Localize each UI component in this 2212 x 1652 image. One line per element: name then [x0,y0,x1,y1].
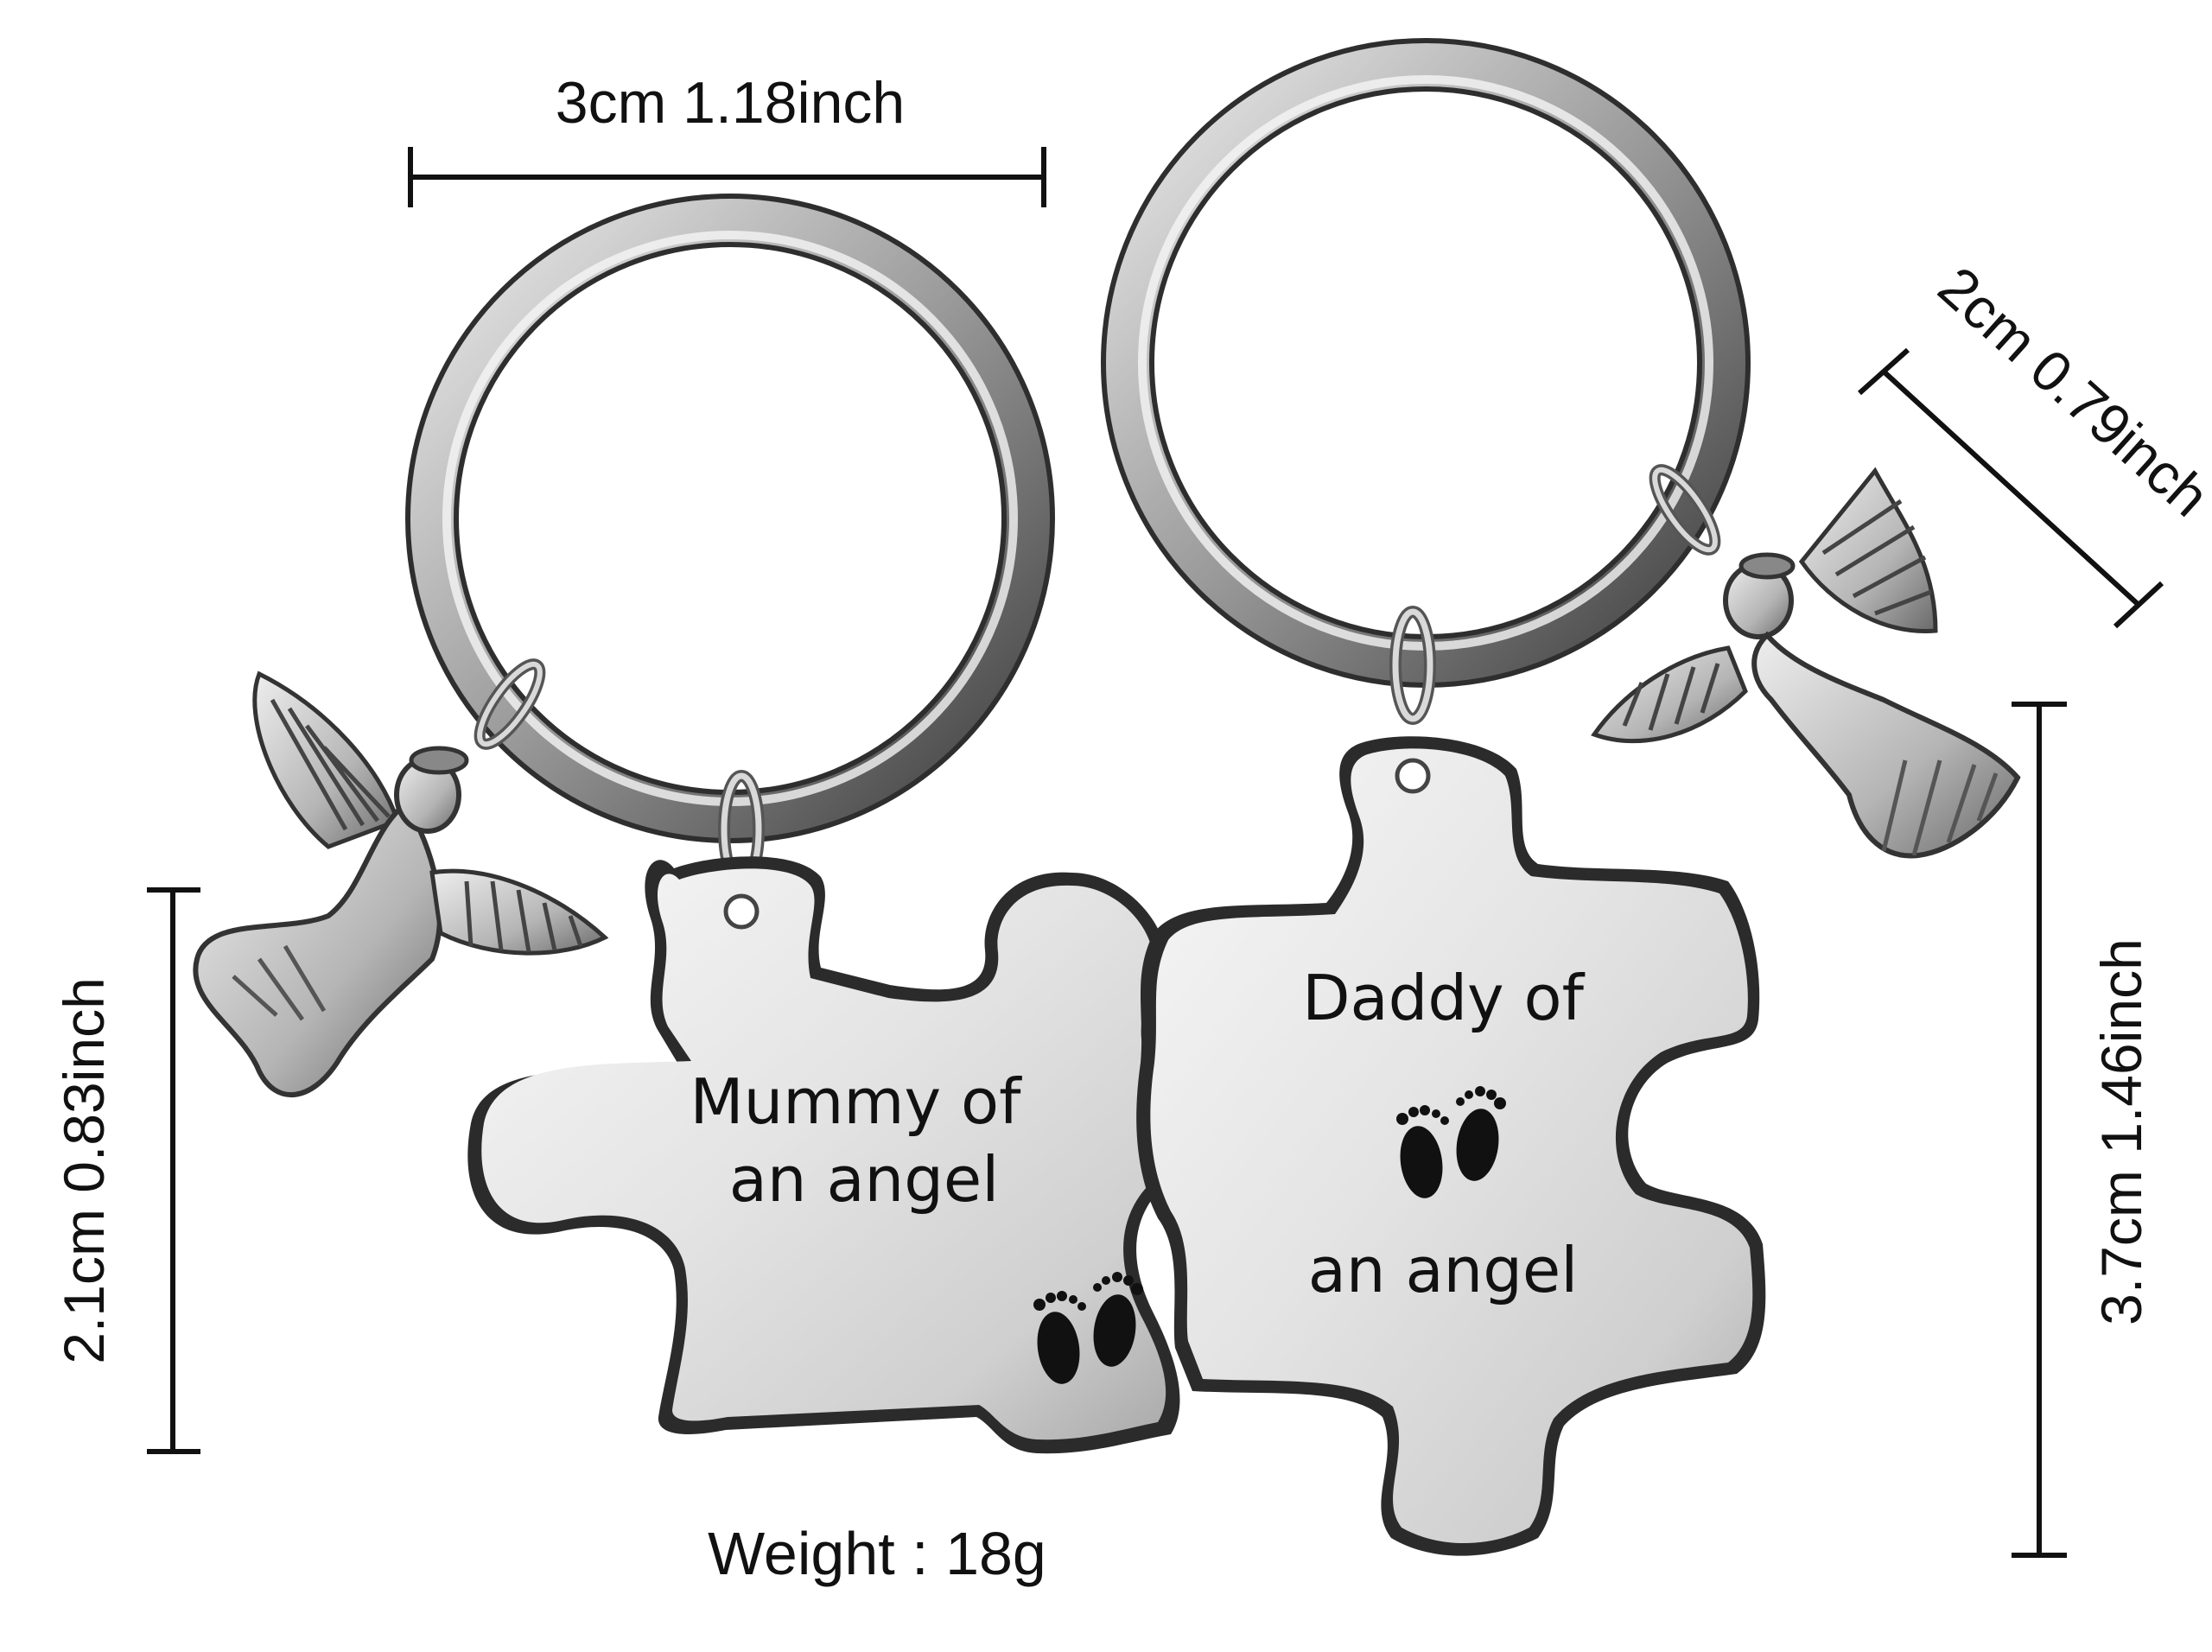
right-baby-footprints-icon [1396,1086,1506,1198]
right-angel-charm-icon [1591,467,2021,859]
weight-label: Weight : 18g [708,1520,1046,1587]
right-height-dimension: 3.7cm 1.46inch [2012,702,2153,1558]
left-height-dimension: 2.1cm 0.83inch [52,887,200,1454]
left-tag-line2: an angel [729,1143,999,1216]
charm-width-label: 2cm 0.79inch [1927,254,2212,529]
left-keyring-icon [405,194,1055,843]
right-tag-line2: an angel [1308,1234,1578,1306]
jump-rings [474,464,1721,889]
right-keyring-icon [1101,38,1751,688]
left-angel-charm-icon [193,670,609,1097]
left-height-label: 2.1cm 0.83inch [52,977,116,1364]
ring-width-dimension: 3cm 1.18inch [408,70,1046,207]
left-puzzle-piece-icon [467,856,1184,1454]
left-tag-line1: Mummy of [690,1065,1023,1138]
left-baby-footprints-icon [1033,1272,1143,1384]
right-tag-line1: Daddy of [1302,962,1586,1034]
right-height-label: 3.7cm 1.46inch [2089,938,2153,1325]
ring-width-label: 3cm 1.18inch [556,70,905,136]
right-puzzle-piece-icon [1136,736,1766,1556]
